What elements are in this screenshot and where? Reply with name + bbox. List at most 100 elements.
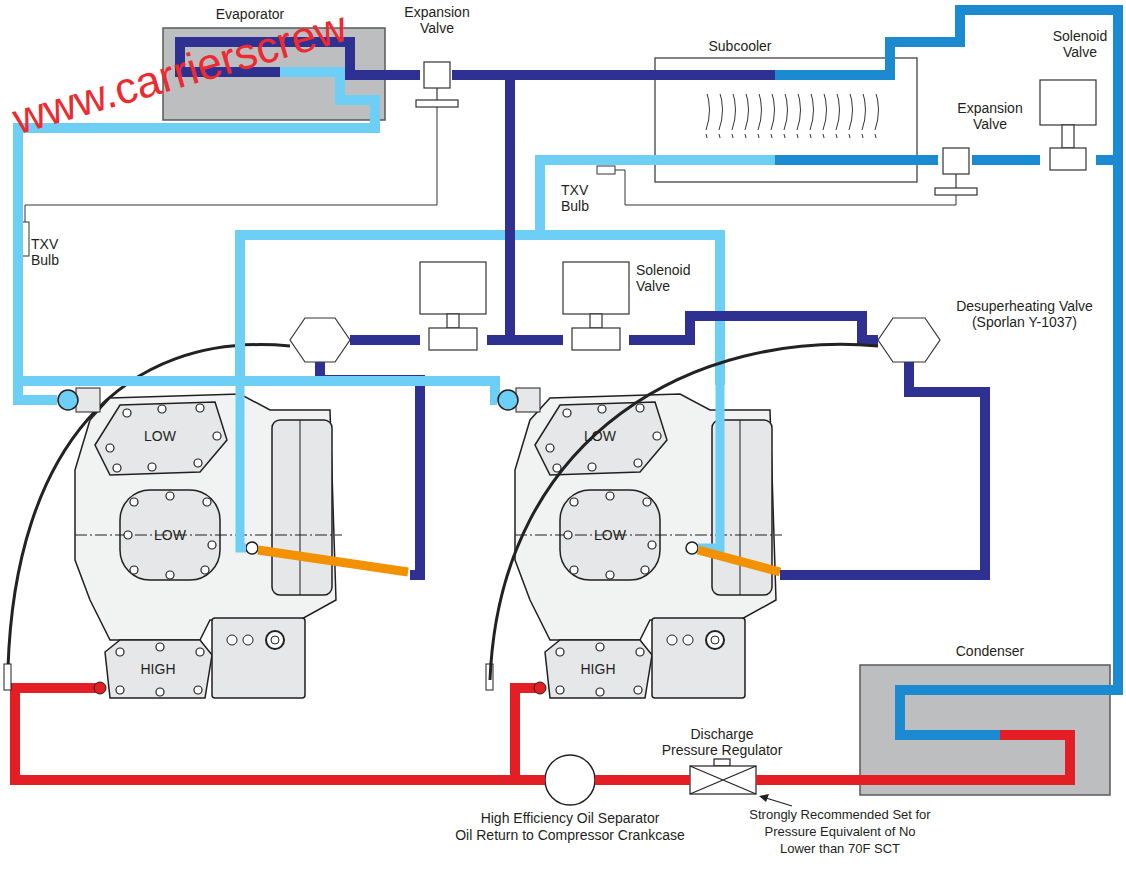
expansion-valve-symbol [935, 188, 977, 195]
compressor-drawing [246, 542, 258, 554]
compressor-drawing [106, 444, 114, 452]
expansion-valve: Expansion Valve [938, 148, 972, 196]
expansion-valve-symbol [416, 62, 977, 195]
compressor-drawing [166, 492, 174, 500]
compressor-drawing [76, 388, 100, 412]
compressor-drawing [208, 541, 216, 549]
compressor-drawing [196, 648, 204, 656]
compressor-drawing [105, 640, 212, 698]
compressor-drawing [130, 566, 138, 574]
compressor-drawing [130, 498, 138, 506]
compressor-drawing [243, 635, 253, 645]
solenoid-valve: Solenoid Valve [1040, 80, 1096, 170]
compressor-drawing [116, 686, 124, 694]
solenoid-valve-symbol [563, 262, 629, 314]
solenoid-valve-symbol [572, 328, 620, 350]
compressor-drawing [194, 459, 202, 467]
regulator-symbol [690, 759, 756, 794]
solenoid-valve-symbol [1050, 148, 1086, 170]
component-label: High Efficiency Oil Separator [470, 810, 670, 826]
condenser-drawing [860, 665, 1110, 795]
economizer-piping [240, 385, 780, 572]
compressor-drawing [75, 535, 342, 536]
compressor-drawing [271, 636, 279, 644]
evaporator-drawing [280, 72, 375, 120]
condenser-drawing [860, 665, 1110, 795]
component-label: Desuperheating Valve (Sporlan Y-1037) [942, 298, 1107, 330]
txv-bulb-lines [615, 170, 956, 205]
compressor-drawing [498, 388, 782, 698]
solenoid-valve-symbol [420, 262, 486, 314]
compressor-piping [15, 362, 540, 700]
compressor-drawing [148, 463, 156, 471]
refrigerant-pipe [18, 120, 495, 385]
compressor-drawing [300, 420, 301, 595]
solenoid-valve-symbol [1062, 125, 1074, 148]
compressor-drawing [94, 682, 106, 694]
expansion-valve-symbol [424, 62, 450, 88]
refrigerant-pipe [515, 700, 545, 780]
desuperheating-valve-symbol [290, 318, 350, 362]
compressor-piping [495, 385, 497, 400]
compressor-drawing [95, 402, 227, 475]
head-label: HIGH [568, 661, 628, 677]
solenoid-valve: Solenoid Valve [563, 262, 629, 350]
subcooler-drawing [655, 58, 917, 182]
expansion-valve: Expansion Valve [420, 62, 452, 108]
desuperheating-valve-symbol [878, 318, 940, 362]
solenoid-valve-symbol [1040, 80, 1096, 170]
desuperheating-valve-symbol [290, 318, 940, 362]
component-label: Solenoid Valve [636, 262, 708, 294]
subcooler-drawing [655, 58, 917, 182]
compressor-drawing [113, 464, 121, 472]
compressor-piping [15, 688, 100, 700]
solenoid-valve-symbol [429, 328, 477, 350]
refrigerant-pipe [15, 700, 545, 780]
condenser-drawing [860, 735, 1070, 780]
expansion-valve-symbol [955, 174, 956, 188]
refrigerant-pipe [18, 120, 375, 385]
subcooler-drawing [655, 70, 775, 80]
note-leader-arrow [766, 798, 792, 806]
compressor-drawing [124, 531, 132, 539]
refrigerant-pipe [385, 70, 420, 80]
compressor-drawing [166, 571, 174, 579]
solenoid-valve-symbol [590, 314, 602, 328]
desuperheating-valve: Desuperheating Valve (Sporlan Y-1037) [878, 318, 940, 362]
component-label: Solenoid Valve [1045, 28, 1115, 60]
refrigerant-pipe [595, 775, 690, 785]
refrigerant-pipe [240, 160, 655, 385]
compressor-piping [320, 362, 420, 575]
refrigerant-pipe [756, 775, 860, 785]
compressor-drawing [272, 420, 332, 595]
compressor-drawing [212, 618, 305, 698]
compressor-drawing [201, 566, 209, 574]
sensing-hose [490, 344, 878, 680]
hose-fitting [4, 664, 11, 690]
compressor-drawing [123, 409, 131, 417]
subcooler-drawing [775, 155, 917, 165]
compressor-drawing [213, 432, 221, 440]
compressor-drawing [116, 648, 124, 656]
economizer-piping [698, 385, 720, 548]
expansion-valve-symbol [416, 100, 458, 107]
compressor-drawing [58, 390, 78, 410]
txv-bulb [597, 166, 615, 174]
subcooler-drawing [655, 155, 775, 165]
refrigerant-pipe [972, 155, 1040, 165]
head-label: LOW [580, 527, 640, 543]
expansion-valve-symbol [436, 88, 437, 100]
subcooler-drawing [700, 94, 882, 138]
regulator-symbol [690, 766, 756, 794]
solenoid-valve-symbol [447, 314, 459, 328]
economizer-piping [240, 385, 246, 548]
expansion-valve-symbol [943, 148, 969, 174]
refrigerant-pipe [917, 155, 938, 165]
oil-separator: High Efficiency Oil SeparatorOil Return … [545, 755, 595, 805]
oil-separator-symbol [545, 755, 595, 805]
refrigerant-pipe [510, 75, 655, 340]
component-label: Discharge Pressure Regulator [661, 726, 783, 758]
head-label: HIGH [128, 661, 188, 677]
refrigerant-pipe [1096, 160, 1118, 690]
